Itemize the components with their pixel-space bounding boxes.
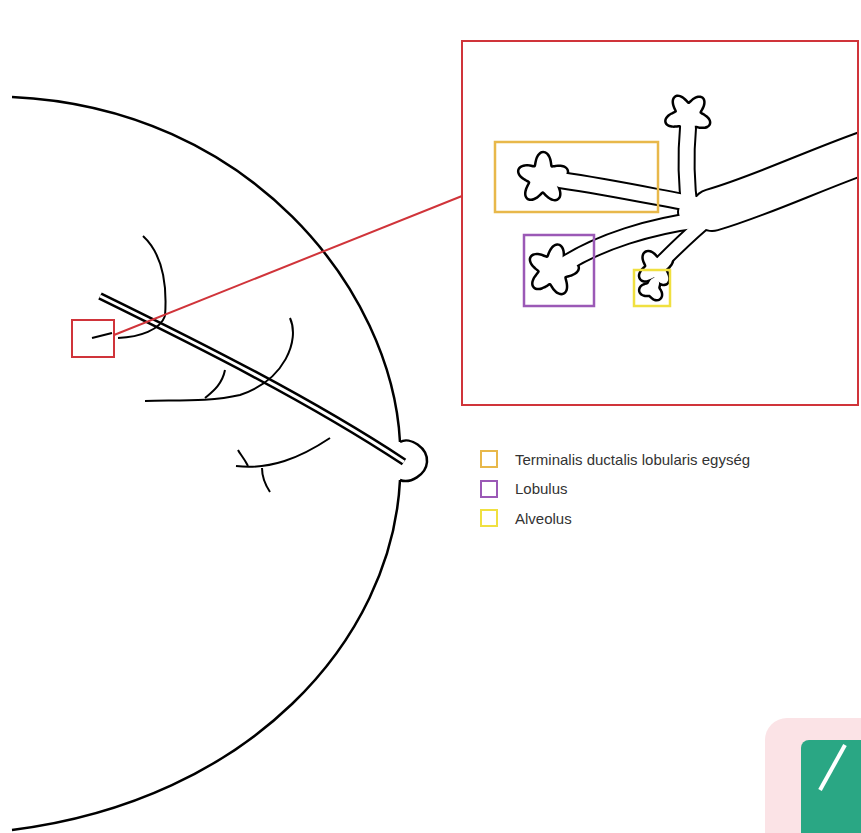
logo-tile: [801, 740, 861, 833]
alveolus-wall: [640, 278, 660, 299]
duct-branch: [236, 438, 330, 467]
alveolus-lumen: [640, 278, 660, 299]
duct-end: [92, 333, 112, 338]
duct-lumen: [687, 128, 690, 212]
duct-wall: [687, 128, 690, 212]
alveolus-lumen: [667, 97, 709, 138]
legend-swatch: [480, 480, 498, 498]
duct-lumen: [662, 216, 712, 262]
main-duct-lumen: [100, 296, 404, 462]
lobule-highlight: [524, 235, 594, 306]
zoom-inset: [462, 41, 858, 405]
legend-item: Alveolus: [480, 509, 572, 527]
zoom-region: [72, 320, 114, 357]
inset-margin: [858, 41, 861, 405]
zoom-inset-edge: [857, 41, 859, 405]
legend-label: Terminalis ductalis lobularis egység: [515, 451, 750, 468]
duct-branch: [143, 236, 166, 316]
alveolus-wall: [667, 97, 709, 138]
duct-branch: [145, 318, 293, 401]
alveolus-lumen: [519, 153, 566, 199]
legend-label: Alveolus: [515, 510, 572, 527]
legend-item: Lobulus: [480, 480, 568, 498]
legend-item: Terminalis ductalis lobularis egység: [480, 450, 750, 468]
lobule-outline: [519, 97, 861, 299]
milk-duct: [100, 296, 404, 462]
breast-contour: [12, 97, 400, 442]
alveolus-highlight: [634, 270, 670, 306]
main-duct: [100, 296, 404, 462]
watermark-logo: [765, 718, 861, 833]
logo-mark: [820, 745, 845, 790]
duct-lumen: [560, 180, 700, 205]
zoom-leader: [114, 196, 462, 335]
logo-ground: [765, 718, 861, 833]
lobule-detail: [519, 97, 861, 299]
duct-branch: [262, 468, 270, 492]
alveolus-lumen: [531, 246, 577, 293]
breast-contour: [12, 480, 400, 830]
duct-branches: [118, 236, 330, 492]
duct-wall: [712, 152, 861, 210]
duct-branch: [238, 450, 248, 466]
breast-outline: [12, 97, 427, 830]
legend-swatch: [480, 509, 498, 527]
duct-branch: [205, 370, 225, 398]
legend-label: Lobulus: [515, 480, 568, 497]
duct-lumen: [712, 152, 861, 210]
lobule-lumen: [519, 97, 861, 299]
legend-swatch: [480, 450, 498, 468]
tdlu-highlight: [495, 142, 658, 212]
alveolus-wall: [519, 153, 566, 199]
duct-branch: [118, 316, 165, 338]
